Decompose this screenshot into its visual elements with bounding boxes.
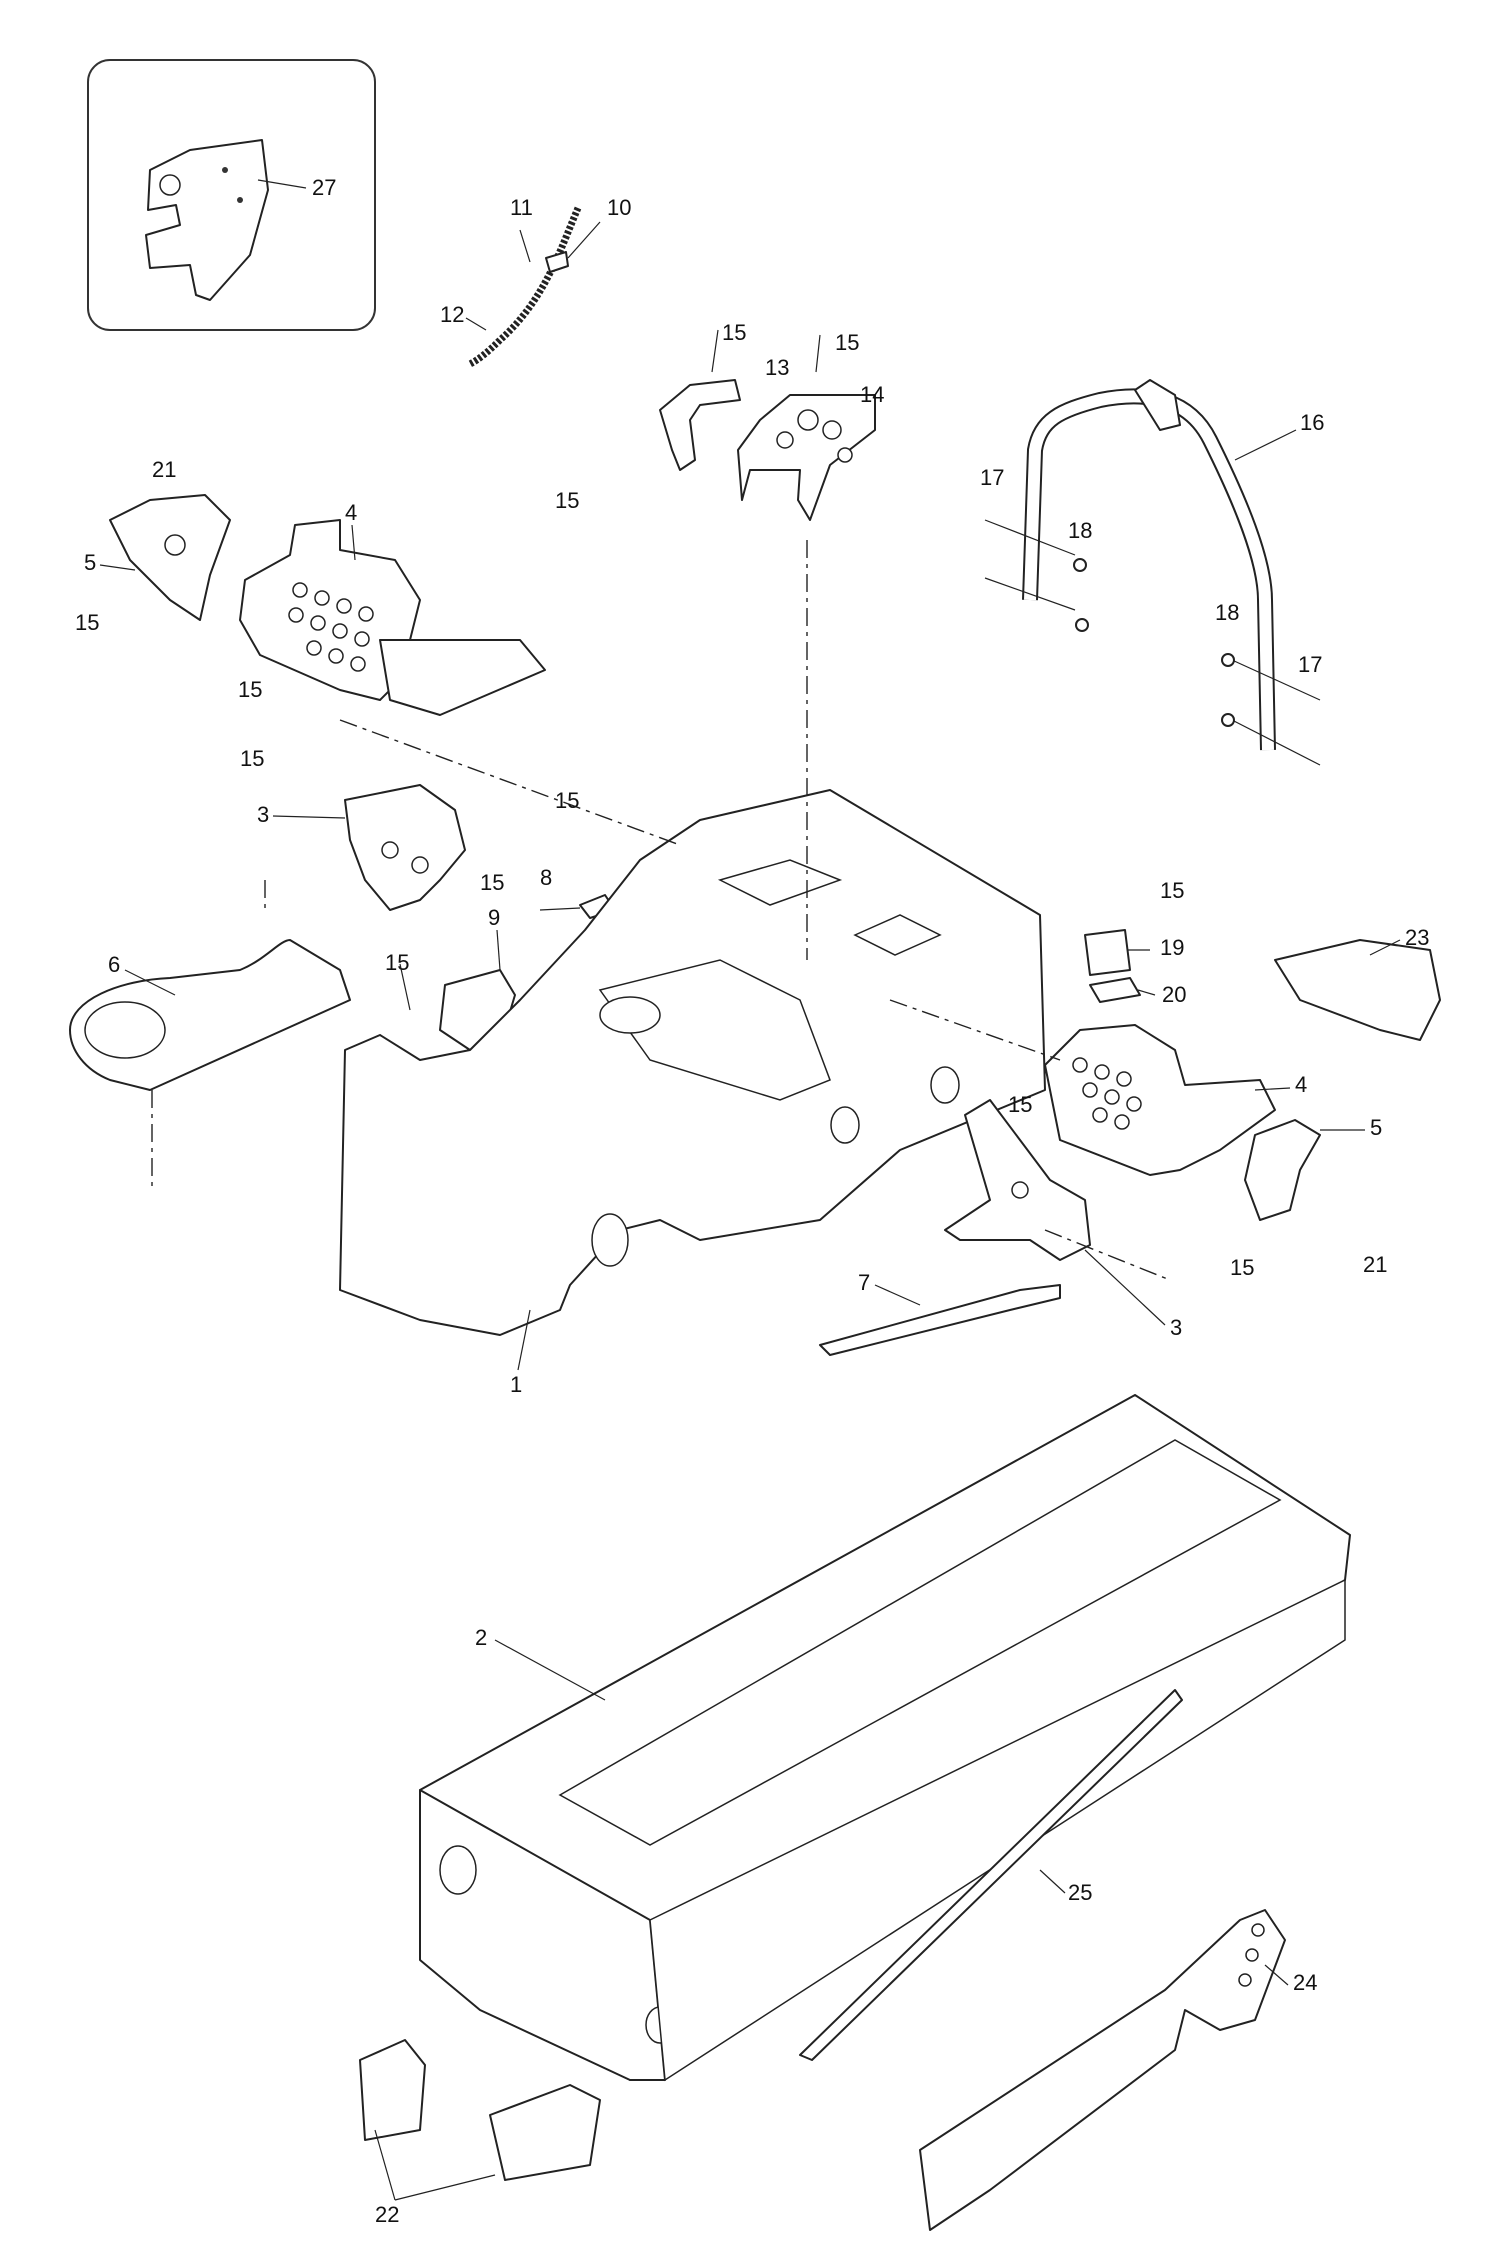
callout-5-left: 5 — [84, 550, 96, 575]
callout-9: 9 — [488, 905, 500, 930]
callout-15-e: 15 — [238, 677, 262, 702]
callout-12: 12 — [440, 302, 464, 327]
callout-6: 6 — [108, 952, 120, 977]
callout-3-left: 3 — [257, 802, 269, 827]
callout-15-l: 15 — [1230, 1255, 1254, 1280]
part-6-guard — [69, 939, 351, 1190]
callout-4-right: 4 — [1295, 1072, 1307, 1097]
part-23-plate — [1274, 939, 1441, 1041]
alignment-lines — [264, 540, 1171, 1281]
callout-17-left: 17 — [980, 465, 1004, 490]
callout-23: 23 — [1405, 925, 1429, 950]
leader-lines — [99, 524, 1401, 2201]
callout-14: 14 — [860, 382, 884, 407]
part-5-left-bracket — [109, 494, 231, 621]
callout-5-right: 5 — [1370, 1115, 1382, 1140]
part-22-right-cover — [489, 2084, 601, 2181]
callout-18-left: 18 — [1068, 518, 1092, 543]
inset-detail-box — [87, 59, 376, 331]
callout-15-f: 15 — [240, 746, 264, 771]
step-holes — [288, 582, 374, 672]
callout-21-left: 21 — [152, 457, 176, 482]
callout-22: 22 — [375, 2202, 399, 2227]
part-12-cable — [465, 206, 601, 368]
callout-10: 10 — [607, 195, 631, 220]
callout-17-right: 17 — [1298, 652, 1322, 677]
callout-15-g: 15 — [555, 788, 579, 813]
callout-15-i: 15 — [385, 950, 409, 975]
callout-15-k: 15 — [1008, 1092, 1032, 1117]
part-7-rail — [819, 1284, 1061, 1356]
part-20-pad — [1089, 977, 1141, 1003]
bolts-17-nuts-18 — [984, 519, 1321, 766]
callout-11: 11 — [510, 195, 533, 220]
callout-16: 16 — [1300, 410, 1324, 435]
callout-24: 24 — [1293, 1970, 1317, 1995]
callout-18-right: 18 — [1215, 600, 1239, 625]
callout-15-c: 15 — [555, 488, 579, 513]
callout-25: 25 — [1068, 1880, 1092, 1905]
part-3-left-mount — [344, 784, 466, 911]
part-4-right-step — [1044, 1024, 1276, 1176]
part-24-bracket — [919, 1909, 1286, 2231]
part-27-bracket — [145, 139, 307, 301]
callout-2: 2 — [475, 1625, 487, 1650]
part-19-clip — [1084, 929, 1131, 976]
callout-15-d: 15 — [75, 610, 99, 635]
part-1-main-frame — [339, 789, 1046, 1336]
callout-1: 1 — [510, 1372, 522, 1397]
callout-15-h: 15 — [480, 870, 504, 895]
callout-19: 19 — [1160, 935, 1184, 960]
part-3-right-mount — [944, 1099, 1091, 1261]
callout-13: 13 — [765, 355, 789, 380]
part-4-left-step — [239, 519, 546, 716]
callout-8: 8 — [540, 865, 552, 890]
part-5-right-bracket — [1244, 1119, 1321, 1221]
part-16-hoop — [1022, 379, 1297, 751]
callout-7: 7 — [858, 1270, 870, 1295]
callout-3-right: 3 — [1170, 1315, 1182, 1340]
callout-4-left: 4 — [345, 500, 357, 525]
callout-21-right: 21 — [1363, 1252, 1387, 1277]
callout-15-a: 15 — [722, 320, 746, 345]
callout-27: 27 — [312, 175, 336, 200]
callout-15-b: 15 — [835, 330, 859, 355]
callout-15-j: 15 — [1160, 878, 1184, 903]
part-14-plate — [737, 334, 876, 521]
callout-20: 20 — [1162, 982, 1186, 1007]
part-13-bracket — [659, 329, 741, 471]
part-22-left-cover — [359, 2039, 426, 2141]
callout-labels: 1 2 3 3 4 4 5 5 6 7 8 9 10 11 12 13 14 1… — [75, 175, 1429, 2227]
part-25-slide-rail — [799, 1689, 1183, 2061]
